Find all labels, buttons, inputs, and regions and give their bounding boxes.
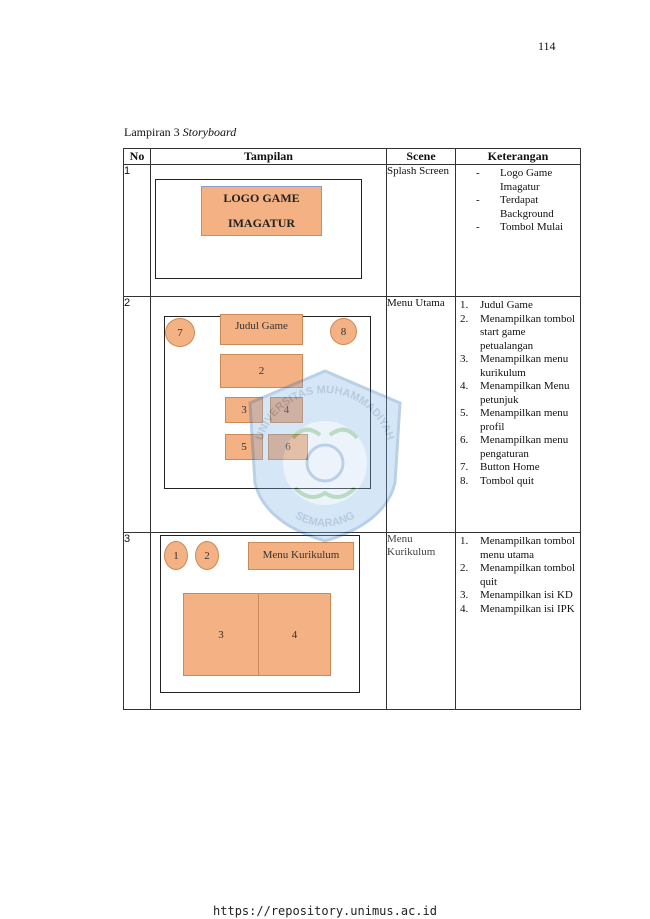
- list-text: Menampilkan tombol menu utama: [480, 535, 576, 561]
- list-text: Menampilkan Menu petunjuk: [480, 380, 570, 406]
- game-title-box: Judul Game: [220, 314, 303, 345]
- list-marker: 3.: [460, 589, 469, 601]
- list-marker: 7.: [460, 461, 469, 473]
- table-row: 1 LOGO GAME IMAGATUR Splash Screen - Logo…: [123, 164, 581, 297]
- curriculum-mockup: 1 2 Menu Kurikulum 3 4: [151, 533, 386, 709]
- start-button-box: 2: [220, 354, 303, 388]
- list-text: Logo Game Imagatur: [500, 167, 553, 193]
- list-text: Tombol Mulai: [500, 221, 564, 233]
- list-item: 1. Judul Game: [460, 299, 576, 313]
- list-marker: 8.: [460, 474, 469, 487]
- description-list: 1. Menampilkan tombol menu utama 2. Menamp…: [456, 533, 580, 616]
- quit-button-circle: 8: [330, 318, 357, 345]
- caption-italic: Storyboard: [182, 125, 237, 139]
- curriculum-button-box: 3: [225, 397, 263, 423]
- list-item: 8. Tombol quit: [460, 475, 576, 489]
- list-marker: 2.: [460, 312, 469, 325]
- list-text: Menampilkan tombol start game petualanga…: [480, 312, 576, 352]
- list-marker: 5.: [460, 407, 469, 419]
- settings-button-box: 6: [268, 434, 308, 460]
- list-item: 2. Menampilkan tombol start game petualan…: [460, 313, 576, 354]
- description-list: - Logo Game Imagatur - Terdapat Background…: [456, 165, 580, 235]
- list-text: Menampilkan menu pengaturan: [480, 434, 569, 460]
- list-item: - Terdapat Background: [476, 194, 576, 221]
- row-number: 1: [123, 164, 151, 297]
- list-item: 4. Menampilkan isi IPK: [460, 603, 576, 617]
- list-item: 1. Menampilkan tombol menu utama: [460, 535, 576, 562]
- mockup-cell: LOGO GAME IMAGATUR: [150, 164, 387, 297]
- home-button-circle: 7: [165, 318, 195, 347]
- list-marker: -: [476, 167, 480, 179]
- profile-button-box: 5: [225, 434, 263, 460]
- header-keterangan: Keterangan: [455, 148, 581, 165]
- table-row: 3 1 2 Menu Kurikulum 3 4 Menu Kurikulum …: [123, 532, 581, 710]
- list-item: - Logo Game Imagatur: [476, 167, 576, 194]
- quit-button-circle: 2: [195, 541, 219, 570]
- list-item: 3. Menampilkan menu kurikulum: [460, 353, 576, 380]
- header-no: No: [123, 148, 151, 165]
- list-marker: 3.: [460, 353, 469, 365]
- list-item: 2. Menampilkan tombol quit: [460, 562, 576, 589]
- logo-line-2: IMAGATUR: [227, 216, 296, 230]
- list-marker: 4.: [460, 380, 469, 392]
- table-row: 2 7 8 Judul Game 2 3 4 5 6 Menu Utama 1.…: [123, 296, 581, 533]
- main-menu-mockup: 7 8 Judul Game 2 3 4 5 6: [151, 297, 386, 532]
- ipk-content-box: 4: [258, 593, 331, 676]
- list-marker: -: [476, 194, 480, 206]
- mockup-cell: 1 2 Menu Kurikulum 3 4: [150, 532, 387, 710]
- header-scene: Scene: [386, 148, 456, 165]
- list-text: Menampilkan isi IPK: [480, 602, 575, 615]
- logo-box: LOGO GAME IMAGATUR: [201, 186, 322, 236]
- scene-name: Menu Utama: [386, 296, 456, 533]
- table-header-row: No Tampilan Scene Keterangan: [123, 148, 581, 165]
- list-marker: 4.: [460, 602, 469, 615]
- list-marker: 2.: [460, 562, 469, 574]
- storyboard-table: No Tampilan Scene Keterangan 1 LOGO GAME…: [123, 148, 581, 710]
- appendix-caption: Lampiran 3 Storyboard: [124, 125, 236, 140]
- description-cell: 1. Menampilkan tombol menu utama 2. Menamp…: [455, 532, 581, 710]
- description-cell: - Logo Game Imagatur - Terdapat Background…: [455, 164, 581, 297]
- list-text: Terdapat Background: [500, 194, 554, 220]
- list-text: Tombol quit: [480, 474, 534, 487]
- row-number: 3: [123, 532, 151, 710]
- splash-mockup: LOGO GAME IMAGATUR: [151, 165, 386, 296]
- mockup-cell: 7 8 Judul Game 2 3 4 5 6: [150, 296, 387, 533]
- guide-button-box: 4: [270, 397, 303, 423]
- page-number: 114: [538, 39, 556, 53]
- screen-frame: [155, 179, 362, 279]
- description-list: 1. Judul Game 2. Menampilkan tombol start …: [456, 297, 580, 488]
- list-marker: 1.: [460, 299, 469, 311]
- repository-url: https://repository.unimus.ac.id: [213, 904, 437, 918]
- list-marker: -: [476, 221, 480, 233]
- header-tampilan: Tampilan: [150, 148, 387, 165]
- list-item: 7. Button Home: [460, 461, 576, 475]
- list-text: Menampilkan menu kurikulum: [480, 353, 569, 379]
- list-item: 5. Menampilkan menu profil: [460, 407, 576, 434]
- list-text: Menampilkan tombol quit: [480, 562, 576, 588]
- list-marker: 6.: [460, 434, 469, 446]
- main-menu-button-circle: 1: [164, 541, 188, 570]
- screen-frame: [160, 535, 360, 693]
- list-text: Menampilkan isi KD: [480, 589, 573, 601]
- list-item: 4. Menampilkan Menu petunjuk: [460, 380, 576, 407]
- list-item: 3. Menampilkan isi KD: [460, 589, 576, 603]
- list-item: - Tombol Mulai: [476, 221, 576, 235]
- scene-name: Splash Screen: [386, 164, 456, 297]
- list-marker: 1.: [460, 535, 469, 547]
- list-item: 6. Menampilkan menu pengaturan: [460, 434, 576, 461]
- row-number: 2: [123, 296, 151, 533]
- description-cell: 1. Judul Game 2. Menampilkan tombol start …: [455, 296, 581, 533]
- list-text: Menampilkan menu profil: [480, 407, 569, 433]
- scene-name: Menu Kurikulum: [386, 532, 456, 710]
- kd-content-box: 3: [183, 593, 259, 676]
- list-text: Judul Game: [480, 299, 533, 311]
- logo-line-1: LOGO GAME: [223, 191, 300, 205]
- curriculum-title-box: Menu Kurikulum: [248, 542, 354, 570]
- caption-prefix: Lampiran 3: [124, 125, 183, 139]
- list-text: Button Home: [480, 461, 540, 473]
